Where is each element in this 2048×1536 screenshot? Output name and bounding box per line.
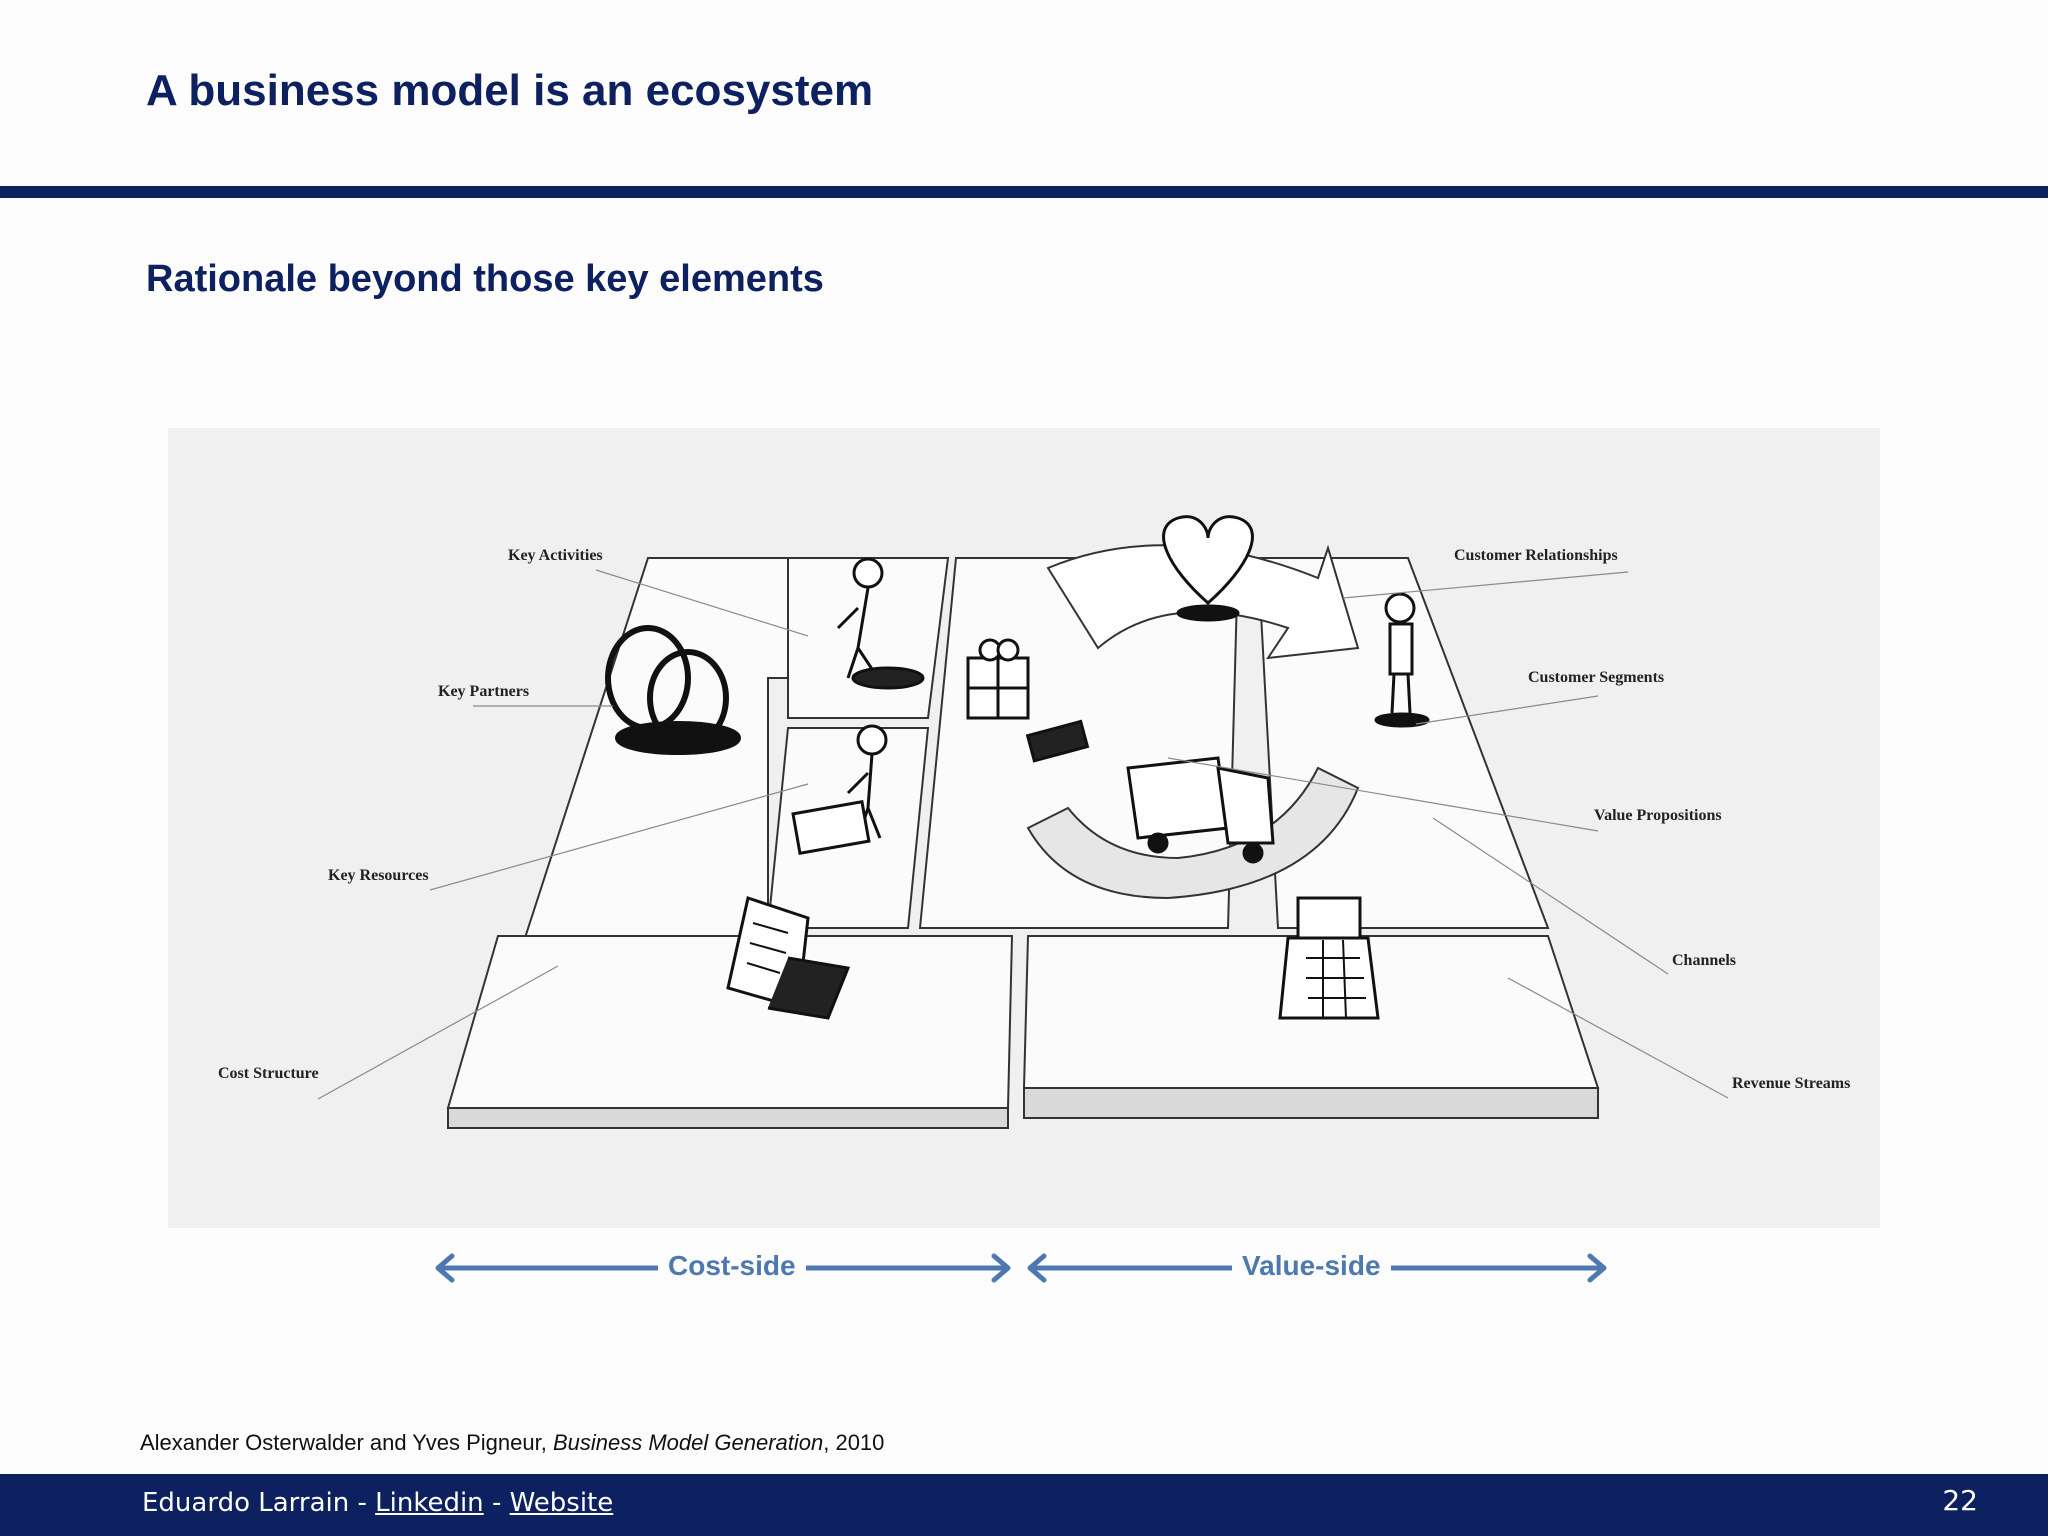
digging-person-icon	[836, 557, 925, 690]
page-number: 22	[1942, 1484, 1978, 1517]
cost-side-label: Cost-side	[658, 1250, 806, 1282]
title-divider	[0, 186, 2048, 198]
invoice-icon	[726, 896, 851, 1020]
cash-register-icon	[1278, 896, 1380, 1020]
label-key-activities: Key Activities	[508, 547, 603, 564]
label-leader-lines	[317, 569, 1729, 1100]
heart-icon	[1162, 515, 1254, 622]
citation-authors: Alexander Osterwalder and Yves Pigneur,	[140, 1430, 547, 1455]
website-link[interactable]: Website	[509, 1488, 614, 1518]
footer-bar: Eduardo Larrain - Linkedin - Website 22	[0, 1474, 2048, 1536]
footer-credits: Eduardo Larrain - Linkedin - Website	[142, 1488, 613, 1518]
business-model-canvas-illustration: Key Activities Key Partners Key Resource…	[168, 428, 1880, 1228]
linkedin-link[interactable]: Linkedin	[375, 1488, 484, 1518]
slide-title: A business model is an ecosystem	[146, 66, 874, 115]
citation: Alexander Osterwalder and Yves Pigneur, …	[140, 1430, 884, 1456]
label-key-partners: Key Partners	[438, 683, 529, 700]
citation-book: Business Model Generation	[552, 1430, 824, 1455]
label-customer-relationships: Customer Relationships	[1454, 547, 1618, 564]
worker-with-box-icon	[791, 724, 888, 855]
gift-icon	[966, 638, 1090, 763]
citation-year: , 2010	[823, 1430, 885, 1455]
footer-separator: -	[491, 1488, 502, 1518]
label-key-resources: Key Resources	[328, 867, 429, 884]
label-customer-segments: Customer Segments	[1528, 669, 1664, 686]
label-cost-structure: Cost Structure	[218, 1065, 319, 1082]
label-channels: Channels	[1672, 952, 1736, 969]
customer-person-icon	[1374, 592, 1430, 728]
value-side-label: Value-side	[1232, 1250, 1391, 1282]
slide-subtitle: Rationale beyond those key elements	[146, 258, 824, 300]
label-value-propositions: Value Propositions	[1594, 807, 1722, 824]
side-arrows	[0, 1240, 2048, 1296]
label-revenue-streams: Revenue Streams	[1732, 1075, 1850, 1092]
truck-icon	[1126, 756, 1275, 864]
rings-icon	[605, 625, 741, 755]
footer-author: Eduardo Larrain -	[142, 1488, 367, 1518]
